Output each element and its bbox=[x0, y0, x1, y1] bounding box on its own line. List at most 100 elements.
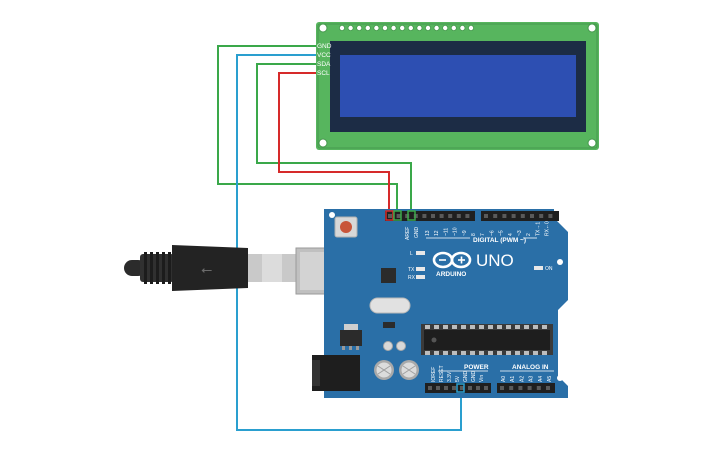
header-pin[interactable] bbox=[444, 386, 448, 390]
header-analog-pins bbox=[500, 386, 550, 390]
capacitor bbox=[374, 360, 394, 380]
pin-label: A5 bbox=[547, 376, 553, 382]
chip-pin bbox=[434, 325, 439, 329]
header-pin[interactable] bbox=[452, 386, 456, 390]
header-pin[interactable] bbox=[536, 386, 541, 390]
header-pin[interactable] bbox=[431, 214, 435, 218]
mount-hole bbox=[587, 23, 597, 33]
header-top-right-pins bbox=[484, 214, 553, 218]
usb-strain-ridges bbox=[144, 252, 171, 284]
header-pin[interactable] bbox=[546, 386, 550, 390]
header-pin[interactable] bbox=[484, 214, 488, 218]
pin-label: 8 bbox=[471, 233, 477, 236]
smd-component bbox=[383, 322, 395, 328]
header-pin[interactable] bbox=[520, 214, 525, 218]
chip-pin bbox=[425, 325, 430, 329]
wire-sda[interactable] bbox=[256, 63, 412, 212]
pin-label: 13 bbox=[425, 230, 431, 236]
wire-gnd[interactable] bbox=[217, 45, 398, 212]
chip-pin bbox=[461, 325, 466, 329]
pin-label: A1 bbox=[510, 376, 516, 382]
pin-label: ~5 bbox=[499, 230, 505, 236]
header-pin[interactable] bbox=[468, 386, 472, 390]
header-pin[interactable] bbox=[539, 214, 544, 218]
led-rx bbox=[416, 275, 425, 279]
chip-pin bbox=[515, 351, 520, 355]
lcd-pcb-border bbox=[317, 23, 598, 149]
header-pin[interactable] bbox=[428, 386, 432, 390]
pin-label: RX←0 bbox=[545, 221, 551, 236]
pin-label: RESET bbox=[439, 365, 445, 382]
header-pin[interactable] bbox=[405, 214, 410, 218]
lcd-header-pad bbox=[356, 24, 363, 31]
pin-5v-highlight bbox=[456, 383, 465, 393]
header-pin[interactable] bbox=[500, 386, 504, 390]
pin-label: 2 bbox=[526, 233, 532, 236]
header-pin[interactable] bbox=[460, 386, 464, 390]
chip-pin bbox=[443, 325, 448, 329]
header-pin[interactable] bbox=[456, 214, 461, 218]
pin-label: TX→1 bbox=[535, 222, 541, 236]
pin-label: A2 bbox=[519, 376, 525, 382]
mount-hole bbox=[587, 138, 597, 148]
header-pin[interactable] bbox=[436, 386, 440, 390]
header-pin[interactable] bbox=[448, 214, 453, 218]
header-power bbox=[425, 383, 491, 393]
wires bbox=[217, 45, 462, 431]
usb-symbol-icon: ⭠ bbox=[201, 261, 212, 277]
pin-label: GND bbox=[463, 371, 469, 383]
lcd-header bbox=[338, 24, 474, 31]
wire-vcc[interactable] bbox=[236, 54, 462, 431]
header-top-left-pins bbox=[388, 214, 470, 218]
header-pin[interactable] bbox=[476, 386, 480, 390]
lcd-header-pad bbox=[424, 24, 431, 31]
header-pin[interactable] bbox=[502, 214, 507, 218]
lcd-pin-sda-label: SDA bbox=[317, 61, 331, 68]
wire-scl[interactable] bbox=[278, 72, 390, 212]
aref-label: AREF bbox=[405, 227, 411, 240]
mount-hole bbox=[318, 138, 328, 148]
usb-plug-body bbox=[172, 245, 248, 291]
pin-label: A3 bbox=[529, 376, 535, 382]
header-pin[interactable] bbox=[484, 386, 488, 390]
gnd-label: GND bbox=[414, 227, 420, 239]
usb-ridge bbox=[150, 252, 153, 284]
led-l-label: L bbox=[410, 251, 413, 257]
led-tx bbox=[416, 267, 425, 271]
lcd-header-pad bbox=[467, 24, 474, 31]
capacitor-small bbox=[383, 341, 393, 351]
power-label: POWER bbox=[464, 364, 489, 371]
lcd-header-pad bbox=[459, 24, 466, 31]
header-pin[interactable] bbox=[465, 214, 470, 218]
chip-pin bbox=[452, 325, 457, 329]
header-pin[interactable] bbox=[530, 214, 534, 218]
header-pin[interactable] bbox=[413, 214, 418, 218]
lcd-module[interactable]: GND VCC SDA SCL bbox=[316, 22, 599, 150]
header-pin[interactable] bbox=[396, 214, 401, 218]
header-pin[interactable] bbox=[493, 214, 498, 218]
pin-label: 5V bbox=[455, 375, 461, 382]
lcd-header-pad bbox=[347, 24, 354, 31]
pin-label: GND bbox=[471, 371, 477, 383]
header-pin[interactable] bbox=[548, 214, 553, 218]
header-pin[interactable] bbox=[439, 214, 444, 218]
header-pin[interactable] bbox=[509, 386, 514, 390]
lcd-header-pad bbox=[433, 24, 440, 31]
header-pin[interactable] bbox=[518, 386, 523, 390]
header-pin[interactable] bbox=[388, 214, 392, 218]
pin-gnd-highlight bbox=[393, 210, 402, 221]
header-top-right bbox=[481, 211, 559, 221]
lcd-header-pad bbox=[416, 24, 423, 31]
chip-pin bbox=[524, 351, 529, 355]
header-pin[interactable] bbox=[527, 386, 532, 390]
reset-button-cap[interactable] bbox=[340, 221, 352, 233]
chip-pin bbox=[533, 351, 538, 355]
header-pin[interactable] bbox=[422, 214, 427, 218]
atmega-notch bbox=[431, 337, 437, 343]
led-tx-label: TX bbox=[408, 267, 415, 273]
header-pin[interactable] bbox=[511, 214, 516, 218]
